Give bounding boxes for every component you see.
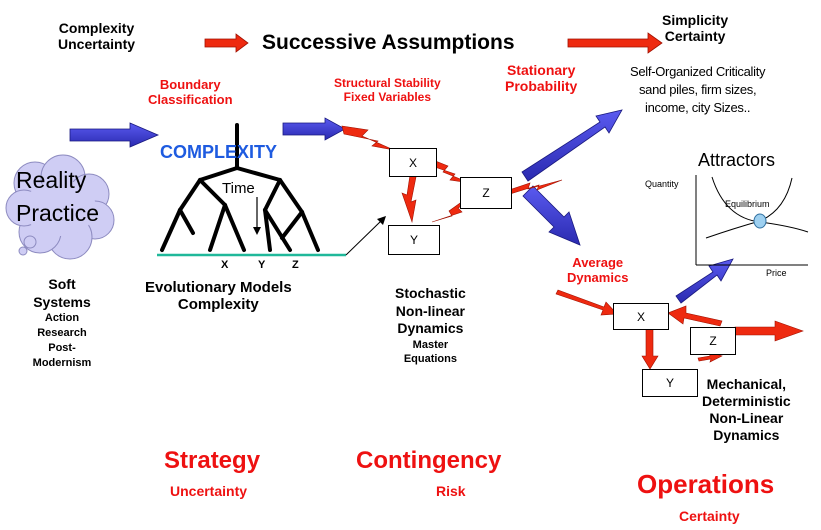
attractors-title: Attractors — [698, 150, 776, 170]
stationary-probability-label: Stationary Probability — [505, 62, 577, 94]
deterministic-word: Deterministic — [702, 393, 791, 410]
boundary-classification-label: Boundary Classification — [148, 77, 233, 108]
red-arrow-z-to-x — [667, 305, 723, 327]
mid-box-y: Y — [388, 225, 440, 255]
blue-arrow-tree-to-stochastic — [282, 117, 346, 141]
evolutionary-complexity-line: Complexity — [177, 296, 259, 314]
reality-cloud — [5, 154, 115, 260]
pointer-line — [345, 219, 383, 256]
post-word: Post- — [48, 342, 76, 355]
operations-label: Operations — [637, 469, 775, 499]
right-box-z: Z — [690, 327, 736, 355]
structural-stability-label: Structural Stability Fixed Variables — [334, 76, 441, 105]
strategy-label: Strategy — [164, 447, 261, 474]
red-arrow-to-right-x — [555, 289, 618, 316]
stationary-word: Stationary — [506, 62, 576, 78]
soft-systems-sub: Action Research Post- Modernism — [22, 311, 102, 370]
quantity-axis-label: Quantity — [645, 179, 679, 189]
reality-label: Reality — [16, 167, 87, 193]
complexity-word: Complexity — [58, 20, 135, 36]
soft-systems-label: Soft Systems Action Research Post- Moder… — [22, 275, 102, 371]
non-linear-word: Non-linear — [395, 302, 466, 319]
average-dynamics-label: Average Dynamics — [567, 255, 629, 286]
evolutionary-models-line: Evolutionary Models — [145, 279, 292, 296]
equilibrium-label: Equilibrium — [725, 199, 770, 209]
soc-line-2: sand piles, firm sizes, — [638, 82, 757, 98]
contingency-label: Contingency — [356, 447, 502, 474]
successive-assumptions-title: Successive Assumptions — [262, 31, 515, 54]
mechanical-word: Mechanical, — [706, 376, 787, 392]
tree-leaf-z: Z — [292, 259, 299, 271]
evolution-tree — [160, 123, 320, 252]
right-box-x: X — [613, 303, 669, 330]
certainty-label-bottom: Certainty — [679, 508, 740, 524]
structural-stability-line: Structural Stability — [334, 76, 441, 90]
self-organized-criticality-text: Self-Organized Criticality sand piles, f… — [630, 63, 766, 118]
complexity-label: COMPLEXITY — [160, 142, 278, 162]
price-axis-label: Price — [766, 268, 787, 278]
stochastic-word: Stochastic — [395, 285, 466, 301]
blue-arrow-to-soc — [521, 109, 623, 182]
blue-arrow-reality-to-tree — [69, 122, 160, 148]
red-bolt-z-out — [508, 179, 563, 195]
equations-word: Equations — [403, 352, 457, 365]
probability-word: Probability — [505, 78, 578, 95]
modernism-word: Modernism — [32, 356, 92, 369]
tree-leaf-x: X — [221, 259, 229, 271]
red-arrow-z-out — [734, 320, 804, 342]
time-arrowhead — [253, 227, 261, 235]
simplicity-certainty-label: Simplicity Certainty — [662, 12, 728, 44]
dynamics-word-right: Dynamics — [713, 427, 780, 444]
soc-line-1: Self-Organized Criticality — [630, 64, 766, 79]
average-word: Average — [572, 255, 624, 270]
blue-arrow-to-average — [522, 185, 581, 246]
header-arrow-right — [567, 32, 663, 54]
red-bolt-to-x — [341, 125, 395, 151]
practice-label: Practice — [16, 200, 100, 226]
tree-leaf-y: Y — [258, 259, 266, 271]
blue-arrow-to-attractors — [675, 258, 734, 304]
fixed-variables-line: Fixed Variables — [343, 89, 432, 104]
soft-word: Soft — [48, 276, 76, 292]
complexity-uncertainty-label: Complexity Uncertainty — [58, 20, 135, 52]
stochastic-sub: Master Equations — [395, 338, 466, 367]
boundary-word: Boundary — [159, 77, 221, 92]
time-label: Time — [222, 180, 255, 197]
simplicity-word: Simplicity — [662, 12, 729, 28]
uncertainty-word: Uncertainty — [58, 36, 136, 53]
systems-word: Systems — [33, 294, 91, 311]
pointer-arrowhead — [377, 216, 386, 225]
mid-box-x: X — [389, 148, 437, 177]
attractors-chart — [695, 175, 809, 266]
stochastic-label: Stochastic Non-linear Dynamics Master Eq… — [395, 285, 466, 366]
research-word: Research — [37, 327, 87, 340]
evolutionary-models-label: Evolutionary Models Complexity — [145, 279, 292, 314]
mechanical-label: Mechanical, Deterministic Non-Linear Dyn… — [702, 376, 791, 444]
non-linear-word-right: Non-Linear — [709, 410, 784, 427]
dynamics-word: Dynamics — [567, 269, 629, 285]
mid-box-z: Z — [460, 177, 512, 209]
certainty-word: Certainty — [664, 28, 726, 45]
classification-word: Classification — [148, 91, 233, 107]
equilibrium-point — [753, 213, 767, 229]
risk-label: Risk — [436, 483, 466, 499]
red-arrow-x-to-y — [641, 325, 659, 370]
master-word: Master — [412, 338, 449, 351]
right-box-y: Y — [642, 369, 698, 397]
red-bolt-x-to-y — [401, 174, 417, 224]
uncertainty-label: Uncertainty — [170, 483, 248, 499]
soc-line-3: income, city Sizes.. — [644, 100, 751, 116]
dynamics-word-mid: Dynamics — [397, 320, 464, 336]
header-arrow-left — [204, 33, 249, 53]
action-word: Action — [44, 312, 80, 325]
red-arrows-right — [555, 289, 804, 370]
